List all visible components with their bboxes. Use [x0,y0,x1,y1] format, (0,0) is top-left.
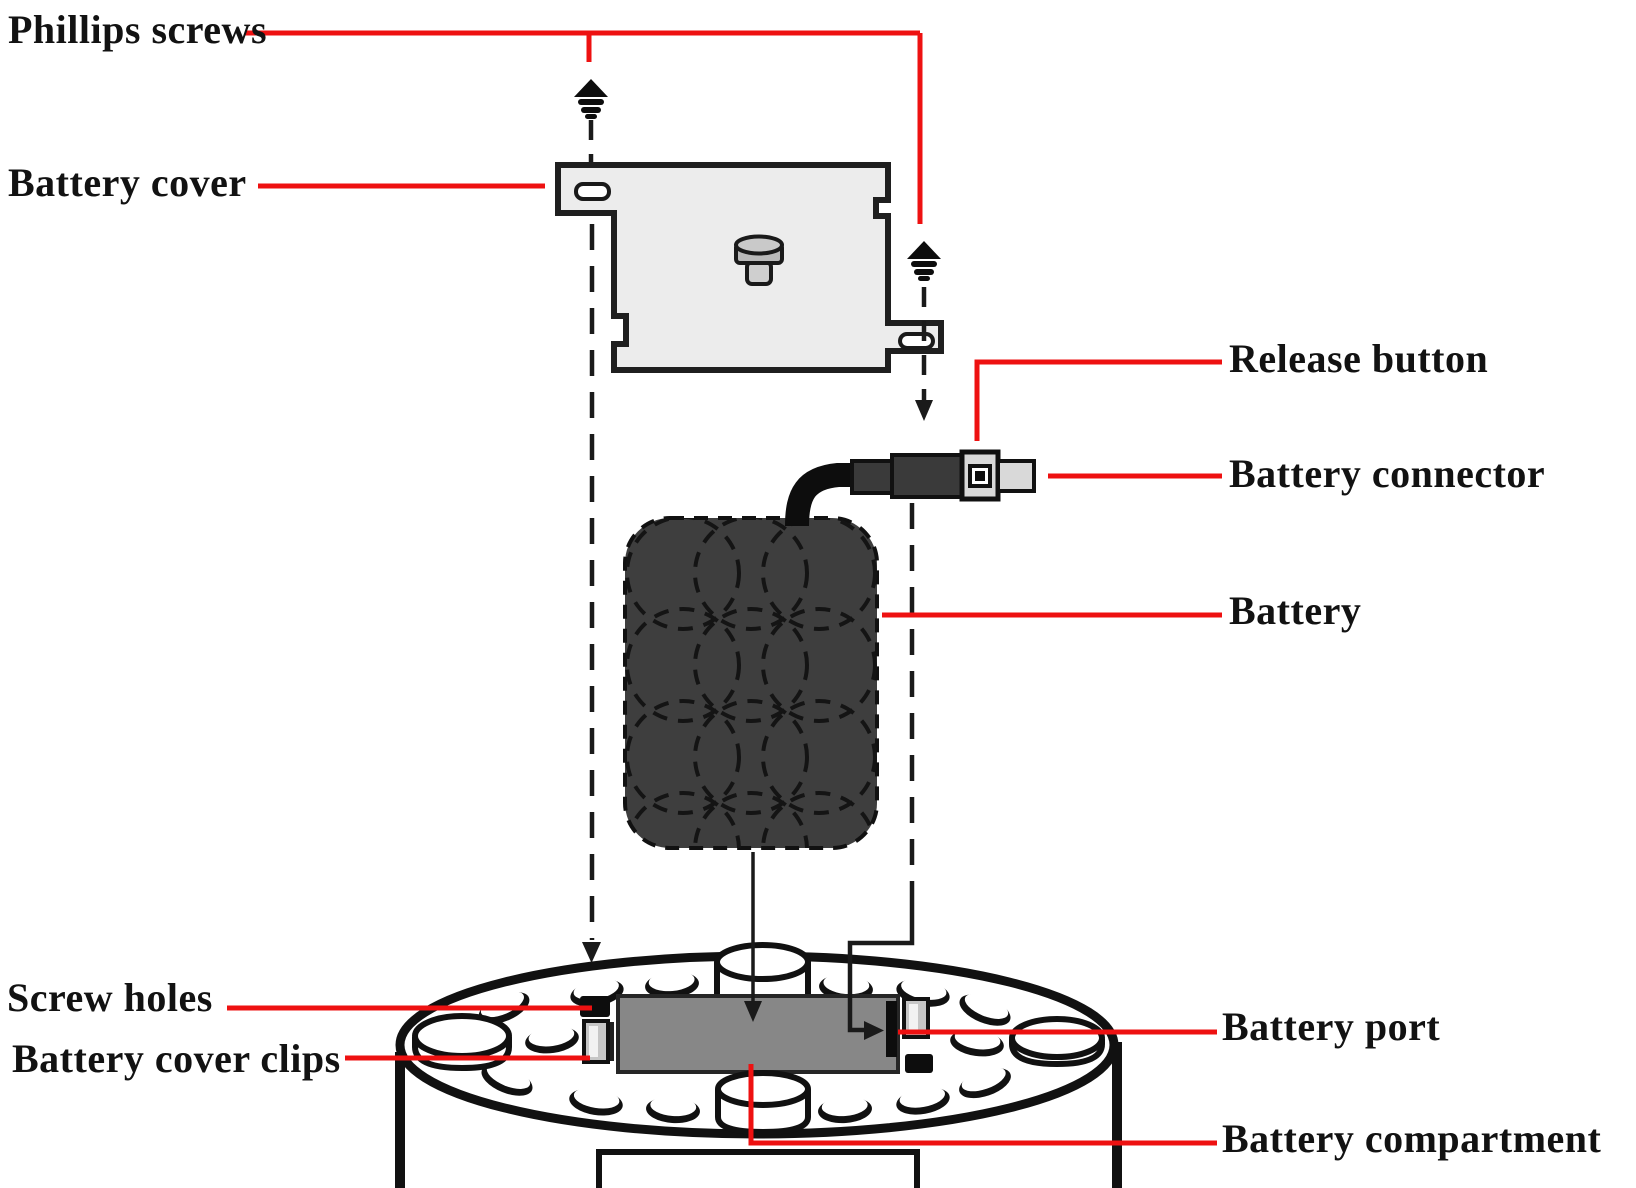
label-battery: Battery [1229,588,1362,634]
vent-hole [481,1063,533,1096]
leader-release-button [974,359,1222,441]
compartment-left-rail [607,1022,614,1061]
device-front-panel [596,1149,920,1188]
label-battery-port: Battery port [1222,1004,1441,1050]
vent-hole [525,1025,579,1054]
vent-hole [959,1067,1011,1099]
battery-cover-clip-left [582,1019,610,1064]
standoff-top [714,942,811,1000]
battery-port-slot [886,1001,897,1057]
vent-hole [959,993,1011,1026]
release-button-housing [959,449,1001,502]
battery-pack [623,516,879,850]
label-battery-compartment: Battery compartment [1222,1116,1602,1162]
leader-battery-compartment [748,1064,1217,1146]
battery-cable-connector [785,449,1036,527]
arrow-right-port [864,1021,884,1040]
arrow-down-right [915,400,933,421]
standoff-bottom [715,1070,811,1136]
vent-hole [818,1095,872,1124]
cover-slot-left [574,182,611,201]
port-guide-line [847,898,915,1033]
phillips-screw-right [907,241,941,281]
arrowheads [582,400,933,1040]
label-battery-connector: Battery connector [1229,451,1546,497]
screw-hole-left [580,996,610,1017]
connector-tip [996,459,1036,493]
leader-lines [227,30,1222,1146]
battery-cells [625,518,877,848]
label-phillips-screws: Phillips screws [8,7,268,53]
standoff-right [1009,1016,1105,1068]
alignment-lines [588,120,927,1033]
battery-cable [785,463,858,527]
label-battery-cover: Battery cover [8,160,247,206]
screw-hole-right [905,1054,933,1073]
cable-boot [850,459,896,495]
vent-hole [896,1086,950,1115]
battery-cover-plate [555,162,944,373]
device-top [395,942,1122,1188]
cover-slot-right [898,332,935,350]
leader-phillips-screws [245,30,923,224]
label-battery-cover-clips: Battery cover clips [12,1036,341,1082]
arrow-down-center [744,1001,762,1022]
vent-hole [645,970,699,999]
vent-hole [569,1087,623,1116]
vent-hole [646,1095,700,1124]
label-release-button: Release button [1229,336,1489,382]
connector-body [890,453,965,499]
label-screw-holes: Screw holes [7,975,213,1021]
cover-knob [734,234,784,286]
arrow-down-left [582,942,601,963]
phillips-screw-left [574,79,608,119]
